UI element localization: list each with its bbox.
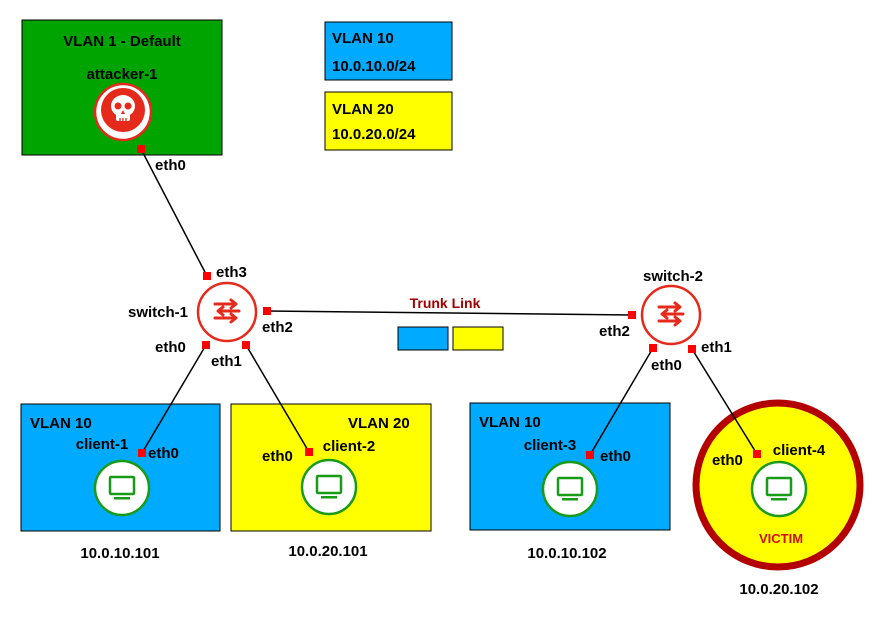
client-1-name: client-1 [76,436,129,453]
port-switch1-eth2 [263,307,271,315]
switch2-eth2-label: eth2 [599,323,630,340]
port-switch1-eth1 [242,341,250,349]
port-switch2-eth0 [649,344,657,352]
link-attacker-switch1 [140,148,208,277]
client-1-node[interactable] [93,459,151,517]
legend-vlan20-subnet: 10.0.20.0/24 [332,126,416,143]
client-3-name: client-3 [524,437,577,454]
legend-vlan20-title: VLAN 20 [332,101,394,118]
client4-eth0-label: eth0 [712,452,743,469]
client2-eth0-label: eth0 [262,448,293,465]
switch-1-name: switch-1 [128,304,188,321]
client-4-node[interactable] [750,460,808,518]
link-switch2-client3 [589,347,654,456]
link-switch1-client2 [245,344,310,453]
client3-zone-label: VLAN 10 [479,414,541,431]
client-2-node[interactable] [300,458,358,516]
client-2-ip: 10.0.20.101 [288,543,367,560]
link-switch1-client1 [141,344,207,454]
client-3-ip: 10.0.10.102 [527,545,606,562]
port-switch1-eth3 [203,272,211,280]
vlan1-zone-label: VLAN 1 - Default [63,33,181,50]
client-1-ip: 10.0.10.101 [80,545,159,562]
switch1-eth1-label: eth1 [211,353,242,370]
port-client2-eth0 [305,448,313,456]
client-3-node[interactable] [541,460,599,518]
victim-label: VICTIM [759,531,803,546]
client-4-name: client-4 [773,442,826,459]
switch-2-icon [657,301,685,327]
port-client1-eth0 [138,449,146,457]
switch-1-icon [213,298,241,324]
link-switch2-client4 [691,348,758,455]
switch1-eth2-label: eth2 [262,319,293,336]
legend-vlan10-box [324,21,453,81]
client1-zone-label: VLAN 10 [30,415,92,432]
switch1-eth0-label: eth0 [155,339,186,356]
client-4-ip: 10.0.20.102 [739,581,818,598]
attacker-eth0-label: eth0 [155,157,186,174]
skull-icon [101,88,145,132]
trunk-vlan10-tag [397,326,449,351]
port-client4-eth0 [753,450,761,458]
client-2-name: client-2 [323,438,376,455]
legend-vlan10-title: VLAN 10 [332,30,394,47]
port-switch2-eth1 [688,345,696,353]
switch-2-name: switch-2 [643,268,703,285]
port-client3-eth0 [586,451,594,459]
legend-vlan10-subnet: 10.0.10.0/24 [332,58,416,75]
client2-zone-label: VLAN 20 [348,415,410,432]
trunk-vlan20-tag [452,326,504,351]
switch2-eth0-label: eth0 [651,357,682,374]
port-attacker-eth0 [137,145,145,153]
switch1-eth3-label: eth3 [216,264,247,281]
trunk-link-label: Trunk Link [410,295,481,311]
legend-vlan20-box [324,91,453,151]
client1-eth0-label: eth0 [148,445,179,462]
attacker-1-name: attacker-1 [87,66,158,83]
client3-eth0-label: eth0 [600,448,631,465]
port-switch1-eth0 [202,341,210,349]
switch2-eth1-label: eth1 [701,339,732,356]
link-trunk [266,310,633,316]
port-switch2-eth2 [628,311,636,319]
